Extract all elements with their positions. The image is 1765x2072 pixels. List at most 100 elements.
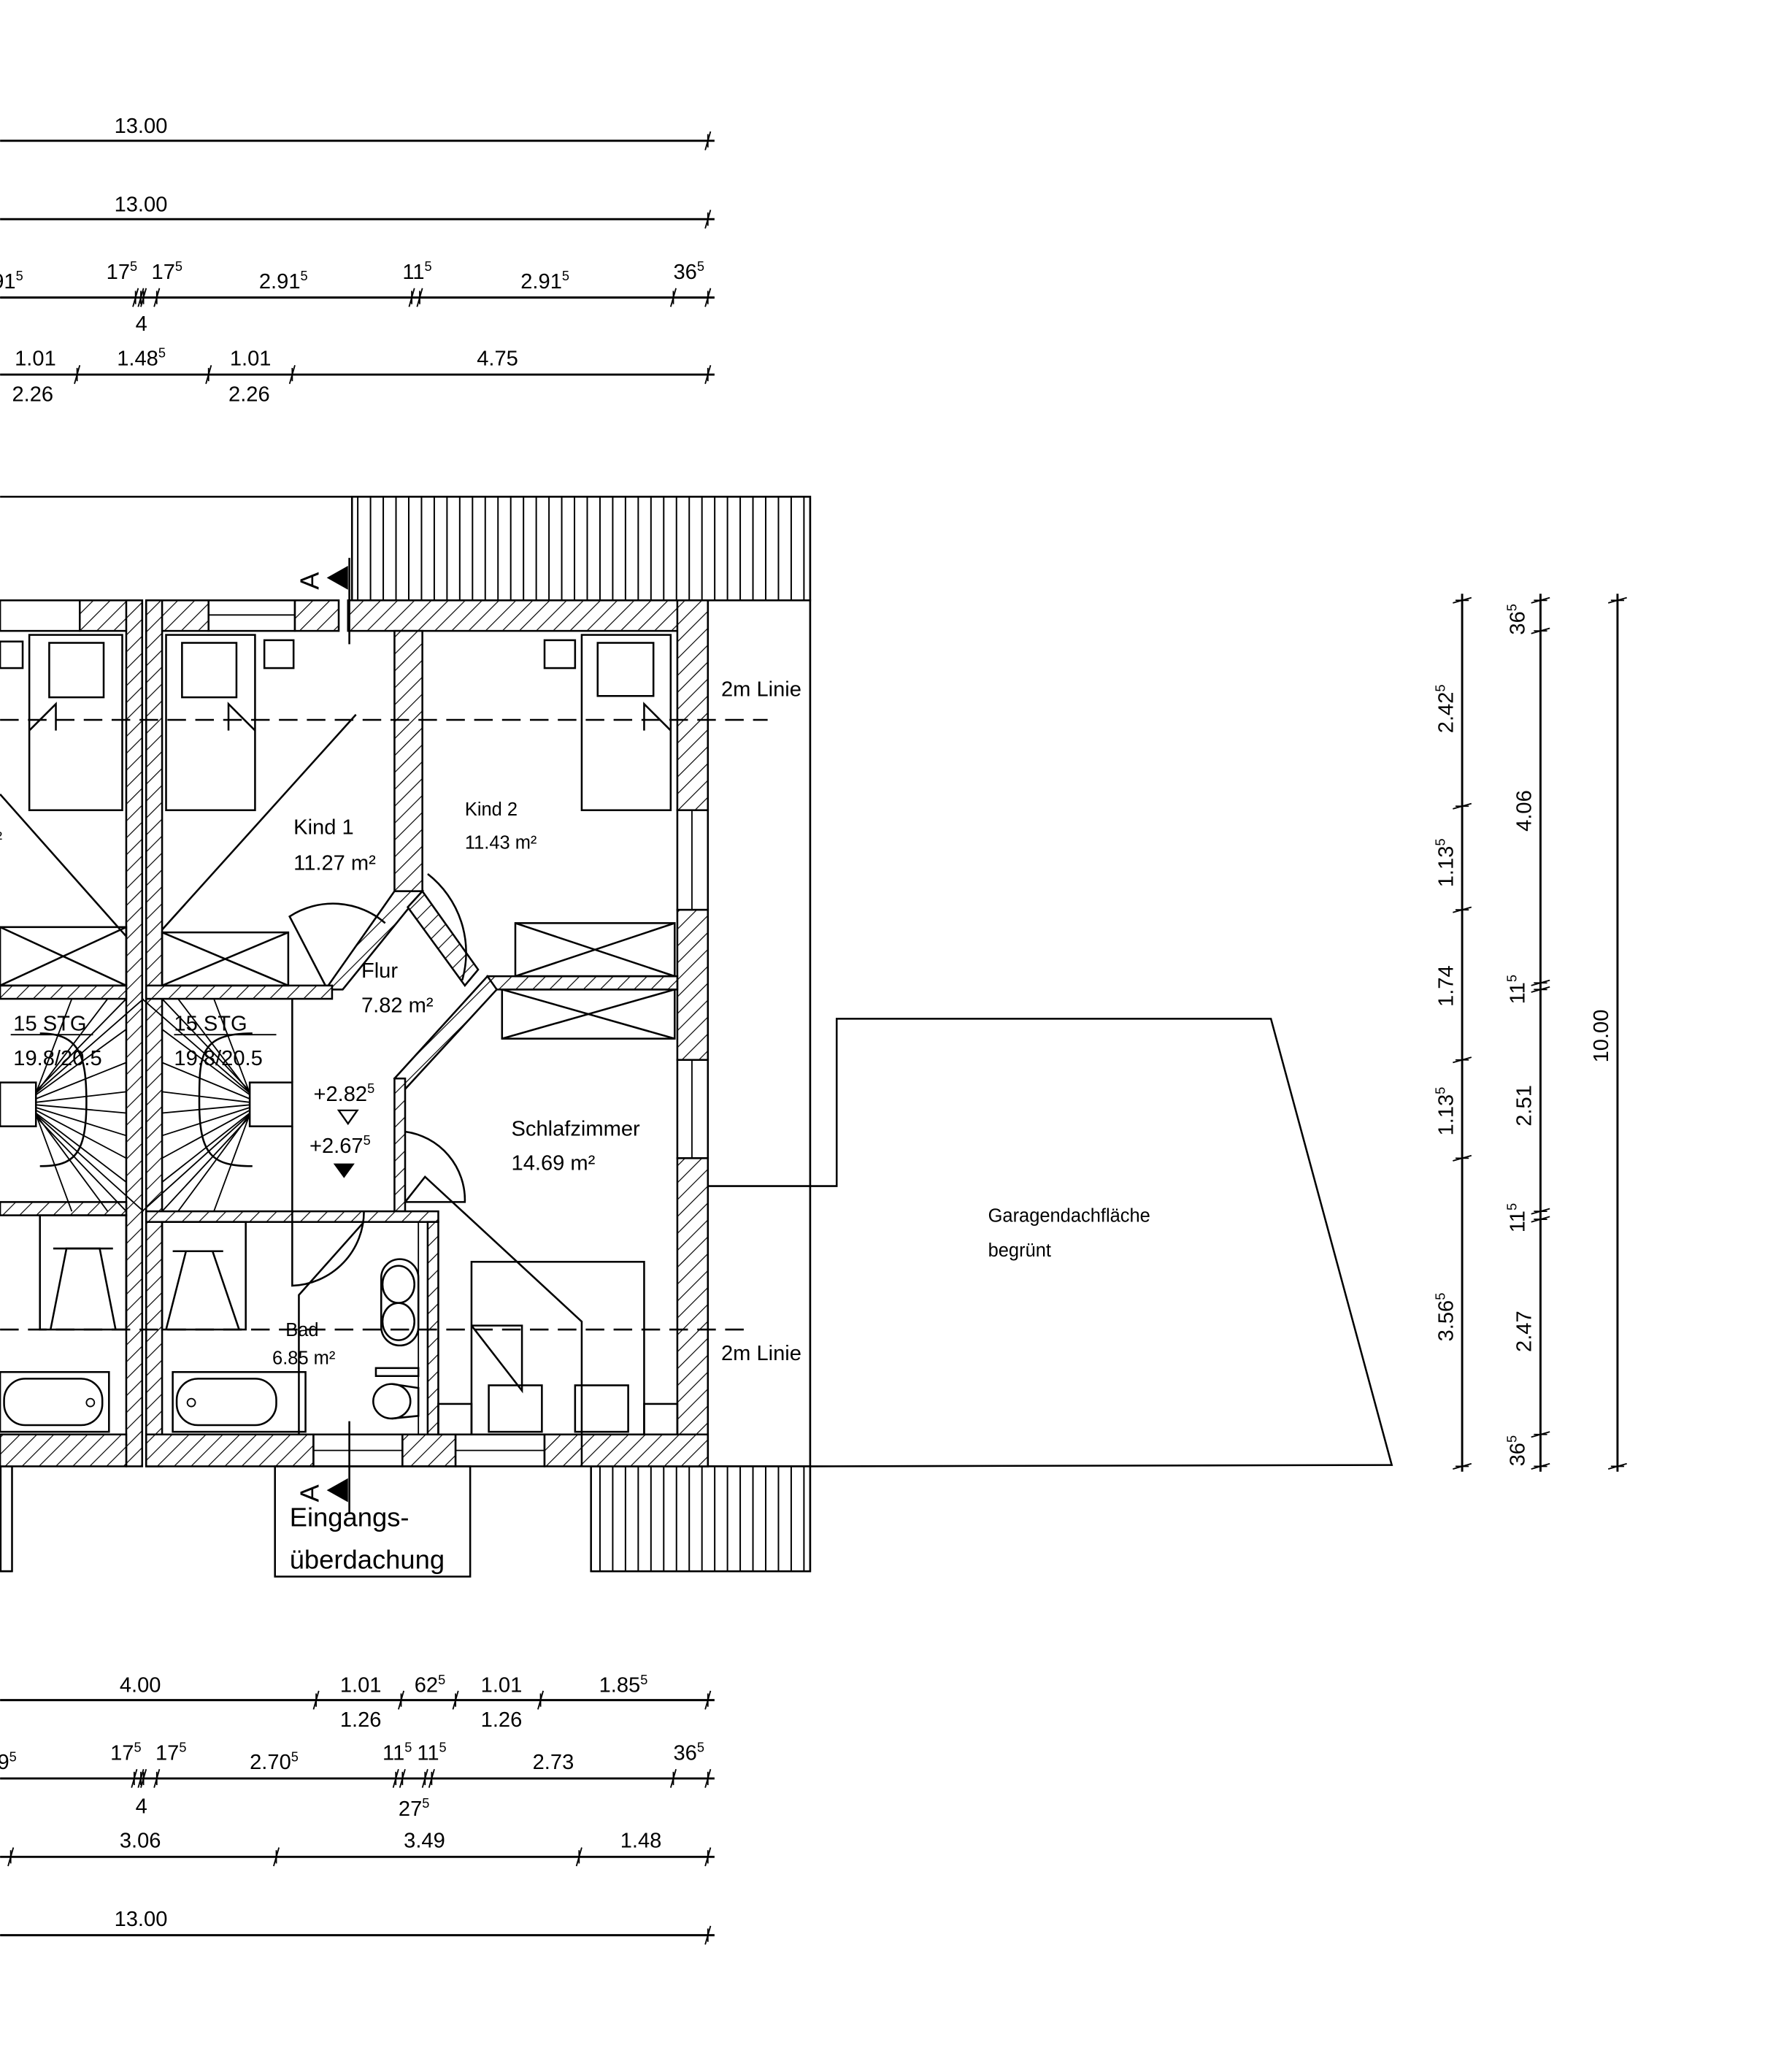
stair-tread bbox=[35, 998, 127, 1092]
dim-label: 365 bbox=[1505, 604, 1530, 634]
room-area-kind2: 11.43 m² bbox=[465, 832, 537, 853]
door-bad[interactable] bbox=[291, 1211, 365, 1287]
dim-label: 1.01 bbox=[230, 347, 272, 370]
section-label: A bbox=[295, 572, 325, 590]
garage-label: begrünt bbox=[988, 1240, 1051, 1261]
dim-label: 1.48 bbox=[620, 1830, 662, 1853]
room-labels: ² Kind 1 11.27 m² Kind 2 11.43 m² Flur 7… bbox=[0, 799, 640, 1368]
dim-label: 175 bbox=[155, 1741, 186, 1765]
right-dimensions: 2.425 1.135 1.74 1.135 3.565 365 4.06 11… bbox=[1433, 604, 1613, 1466]
stair-tread bbox=[35, 998, 145, 1094]
entrance-canopy-label: überdachung bbox=[290, 1545, 445, 1575]
room-area-kind1: 11.27 m² bbox=[293, 852, 376, 875]
shower bbox=[39, 1214, 128, 1331]
stair-tread bbox=[161, 1104, 250, 1114]
wardrobe bbox=[501, 989, 676, 1040]
top-dimensions: 13.00 13.00 915 175 175 4 2.915 115 2.91… bbox=[0, 115, 704, 406]
dim-label: 2.915 bbox=[520, 269, 569, 293]
furniture bbox=[0, 634, 679, 1578]
stair-tread bbox=[36, 1104, 127, 1114]
dim-label: 4 bbox=[136, 1795, 147, 1818]
door-kind2[interactable] bbox=[427, 873, 467, 981]
stair-ratio: 19.8/20.5 bbox=[174, 1047, 262, 1070]
toilet bbox=[372, 1383, 420, 1420]
room-name-kind1: Kind 1 bbox=[293, 816, 354, 839]
dim-label: 13.00 bbox=[115, 1908, 168, 1931]
dim-label: 1.01 bbox=[340, 1674, 382, 1697]
dim-label: 2.26 bbox=[228, 383, 270, 406]
entrance-canopy-label: Eingangs- bbox=[290, 1502, 409, 1532]
dim-label: 2.73 bbox=[533, 1751, 574, 1774]
stair-tread bbox=[161, 1029, 250, 1096]
section-marker-bottom: A bbox=[295, 1421, 350, 1514]
stair-steps: 15 STG bbox=[13, 1013, 86, 1036]
dim-label: 2.26 bbox=[12, 383, 53, 406]
stair-tread bbox=[35, 1107, 127, 1137]
dim-label: 1.01 bbox=[15, 347, 56, 370]
dim-label: 1.855 bbox=[599, 1673, 648, 1697]
dimension-lines bbox=[0, 131, 1627, 1945]
dim-label: 1.135 bbox=[1433, 838, 1458, 887]
stair-tread bbox=[213, 998, 250, 1094]
dim-label: 3.06 bbox=[120, 1830, 161, 1853]
door-kind1[interactable] bbox=[288, 902, 386, 986]
bathtub bbox=[172, 1370, 307, 1433]
wardrobe bbox=[0, 926, 128, 987]
stair-tread bbox=[161, 1107, 250, 1137]
stair-ratio: 19.8/20.5 bbox=[13, 1047, 101, 1070]
stair-tread bbox=[35, 1113, 145, 1212]
bed bbox=[165, 634, 295, 812]
level-triangle-filled-icon bbox=[333, 1163, 355, 1178]
dim-label: 1.74 bbox=[1434, 965, 1458, 1007]
stair-tread bbox=[35, 1062, 127, 1100]
double-bed bbox=[437, 1260, 679, 1436]
dim-label: 365 bbox=[1505, 1435, 1530, 1467]
dim-label: 4 bbox=[136, 312, 147, 336]
dim-label: 10.00 bbox=[1590, 1010, 1613, 1063]
dim-label: 625 bbox=[415, 1673, 446, 1697]
dim-label: 115 bbox=[402, 259, 431, 284]
2m-lines: 2m Linie 2m Linie bbox=[0, 678, 801, 1365]
garage-label: Garagendachfläche bbox=[988, 1206, 1150, 1227]
door-schlafzimmer[interactable] bbox=[404, 1130, 466, 1203]
dim-label: 365 bbox=[673, 259, 704, 284]
dim-label: 4.75 bbox=[477, 347, 518, 370]
dim-label: 2.915 bbox=[259, 269, 308, 293]
stair-tread bbox=[36, 1091, 127, 1103]
dim-label: 175 bbox=[107, 259, 137, 284]
room-area-bad: 6.85 m² bbox=[272, 1348, 335, 1368]
dim-label: 115 bbox=[1505, 975, 1530, 1004]
stair-tread bbox=[161, 1062, 250, 1100]
stair-tread bbox=[35, 998, 73, 1094]
garage-roof: Garagendachfläche begrünt bbox=[707, 1018, 1393, 1467]
dim-label: 275 bbox=[399, 1796, 430, 1821]
dim-label: 1.485 bbox=[117, 345, 166, 370]
stair-tread bbox=[35, 1029, 127, 1096]
stair-tread bbox=[35, 1112, 127, 1183]
dim-label: 13.00 bbox=[115, 115, 168, 138]
stair-tread bbox=[142, 998, 250, 1094]
level-mark: +2.675 bbox=[309, 1133, 371, 1158]
wardrobe bbox=[161, 931, 290, 987]
room-area-schlafzimmer: 14.69 m² bbox=[512, 1152, 596, 1175]
dim-label: 1.26 bbox=[481, 1708, 523, 1732]
dim-label: 115 bbox=[382, 1741, 412, 1765]
stair-tread bbox=[35, 1116, 127, 1212]
stair-tread bbox=[161, 1116, 250, 1212]
dim-label: 3.49 bbox=[404, 1830, 445, 1853]
dim-label: 365 bbox=[673, 1741, 704, 1765]
dim-label: 115 bbox=[417, 1741, 446, 1765]
room-name-flur: Flur bbox=[361, 959, 398, 983]
stair-tread bbox=[35, 998, 109, 1094]
dim-label: 175 bbox=[152, 259, 183, 284]
dim-label: 1.135 bbox=[1433, 1087, 1458, 1136]
stair-tread bbox=[35, 1109, 127, 1159]
stair-tread bbox=[142, 1113, 250, 1212]
dim-label: 1.26 bbox=[340, 1708, 382, 1732]
section-marker-top: A bbox=[295, 558, 350, 645]
stair-tread bbox=[177, 1113, 250, 1212]
stair-tread bbox=[35, 1114, 73, 1212]
dim-label: 2.425 bbox=[1433, 684, 1458, 733]
staircase bbox=[0, 998, 145, 1212]
